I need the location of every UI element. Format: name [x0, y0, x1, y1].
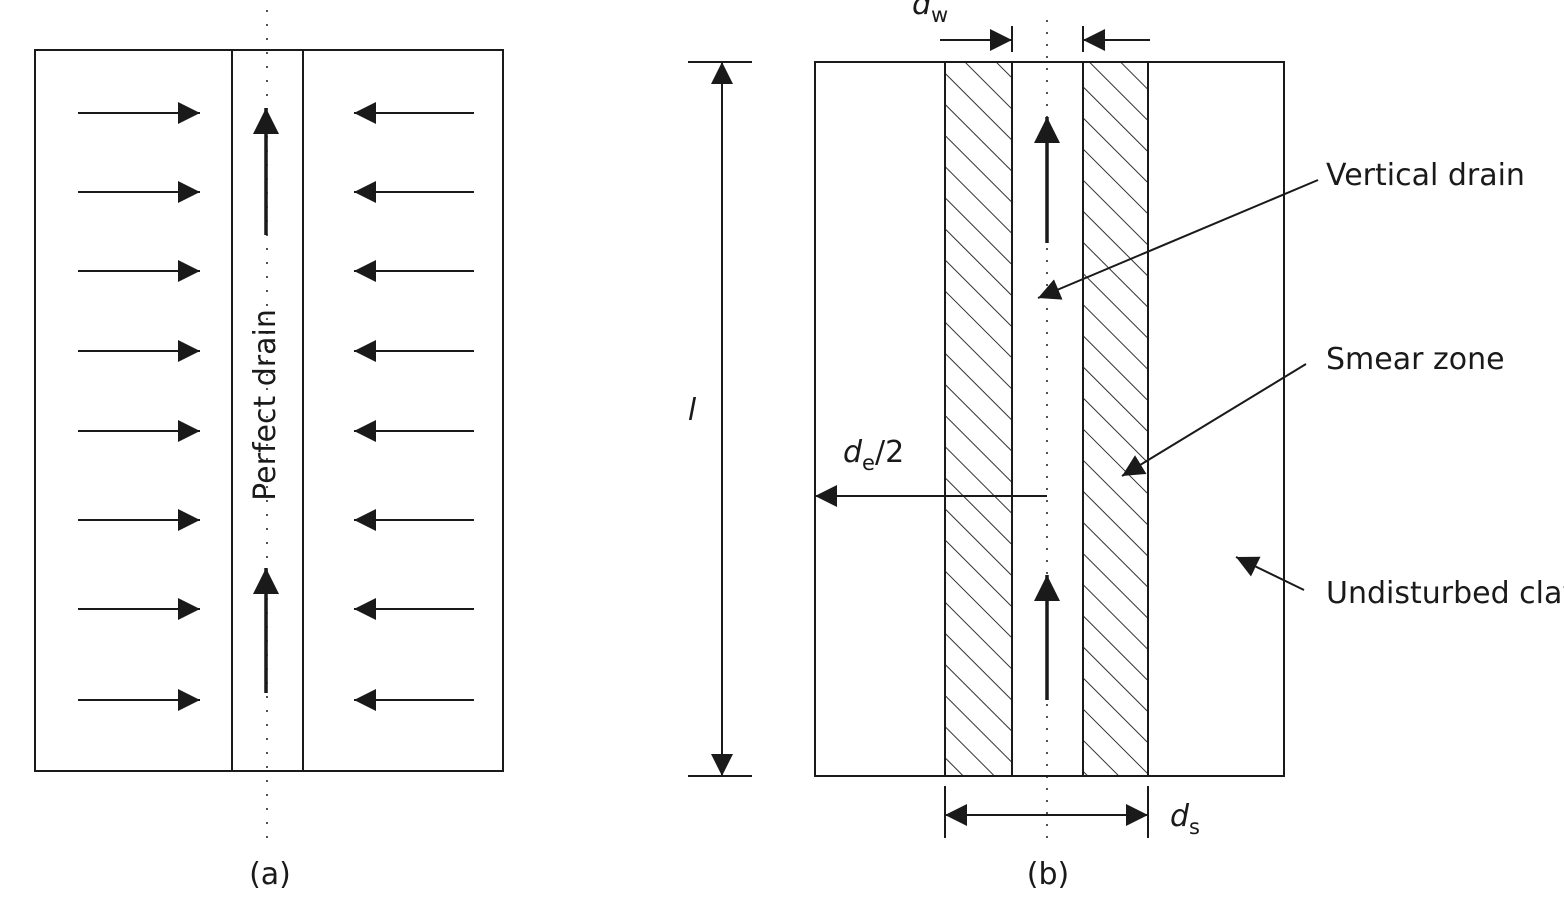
smear-zone-callout: Smear zone — [1326, 342, 1505, 377]
vertical-drain-callout: Vertical drain — [1326, 158, 1525, 193]
radial-flow-arrows — [78, 102, 474, 711]
clay-column-outline — [34, 49, 504, 772]
smear-zone-left — [944, 61, 1013, 777]
smear-zone-leader — [1121, 363, 1307, 477]
caption-a: (a) — [249, 857, 291, 892]
smear-zone-right — [1082, 61, 1149, 777]
undisturbed-clay-leader — [1235, 556, 1305, 591]
panel-a: Perfect drain (a) — [34, 10, 504, 892]
vertical-drain-leader — [1037, 179, 1319, 300]
ds-label: ds — [1170, 799, 1200, 839]
soil-column-outline — [814, 61, 1285, 777]
panel-b: l dw ds de/2 Vertical drain Smear zone — [688, 0, 1564, 892]
perfect-drain-label: Perfect drain — [248, 309, 283, 501]
de-label: de/2 — [843, 435, 904, 475]
length-label: l — [688, 393, 697, 428]
caption-b: (b) — [1027, 857, 1069, 892]
dw-label: dw — [912, 0, 948, 27]
undisturbed-clay-callout: Undisturbed clay — [1326, 576, 1564, 611]
